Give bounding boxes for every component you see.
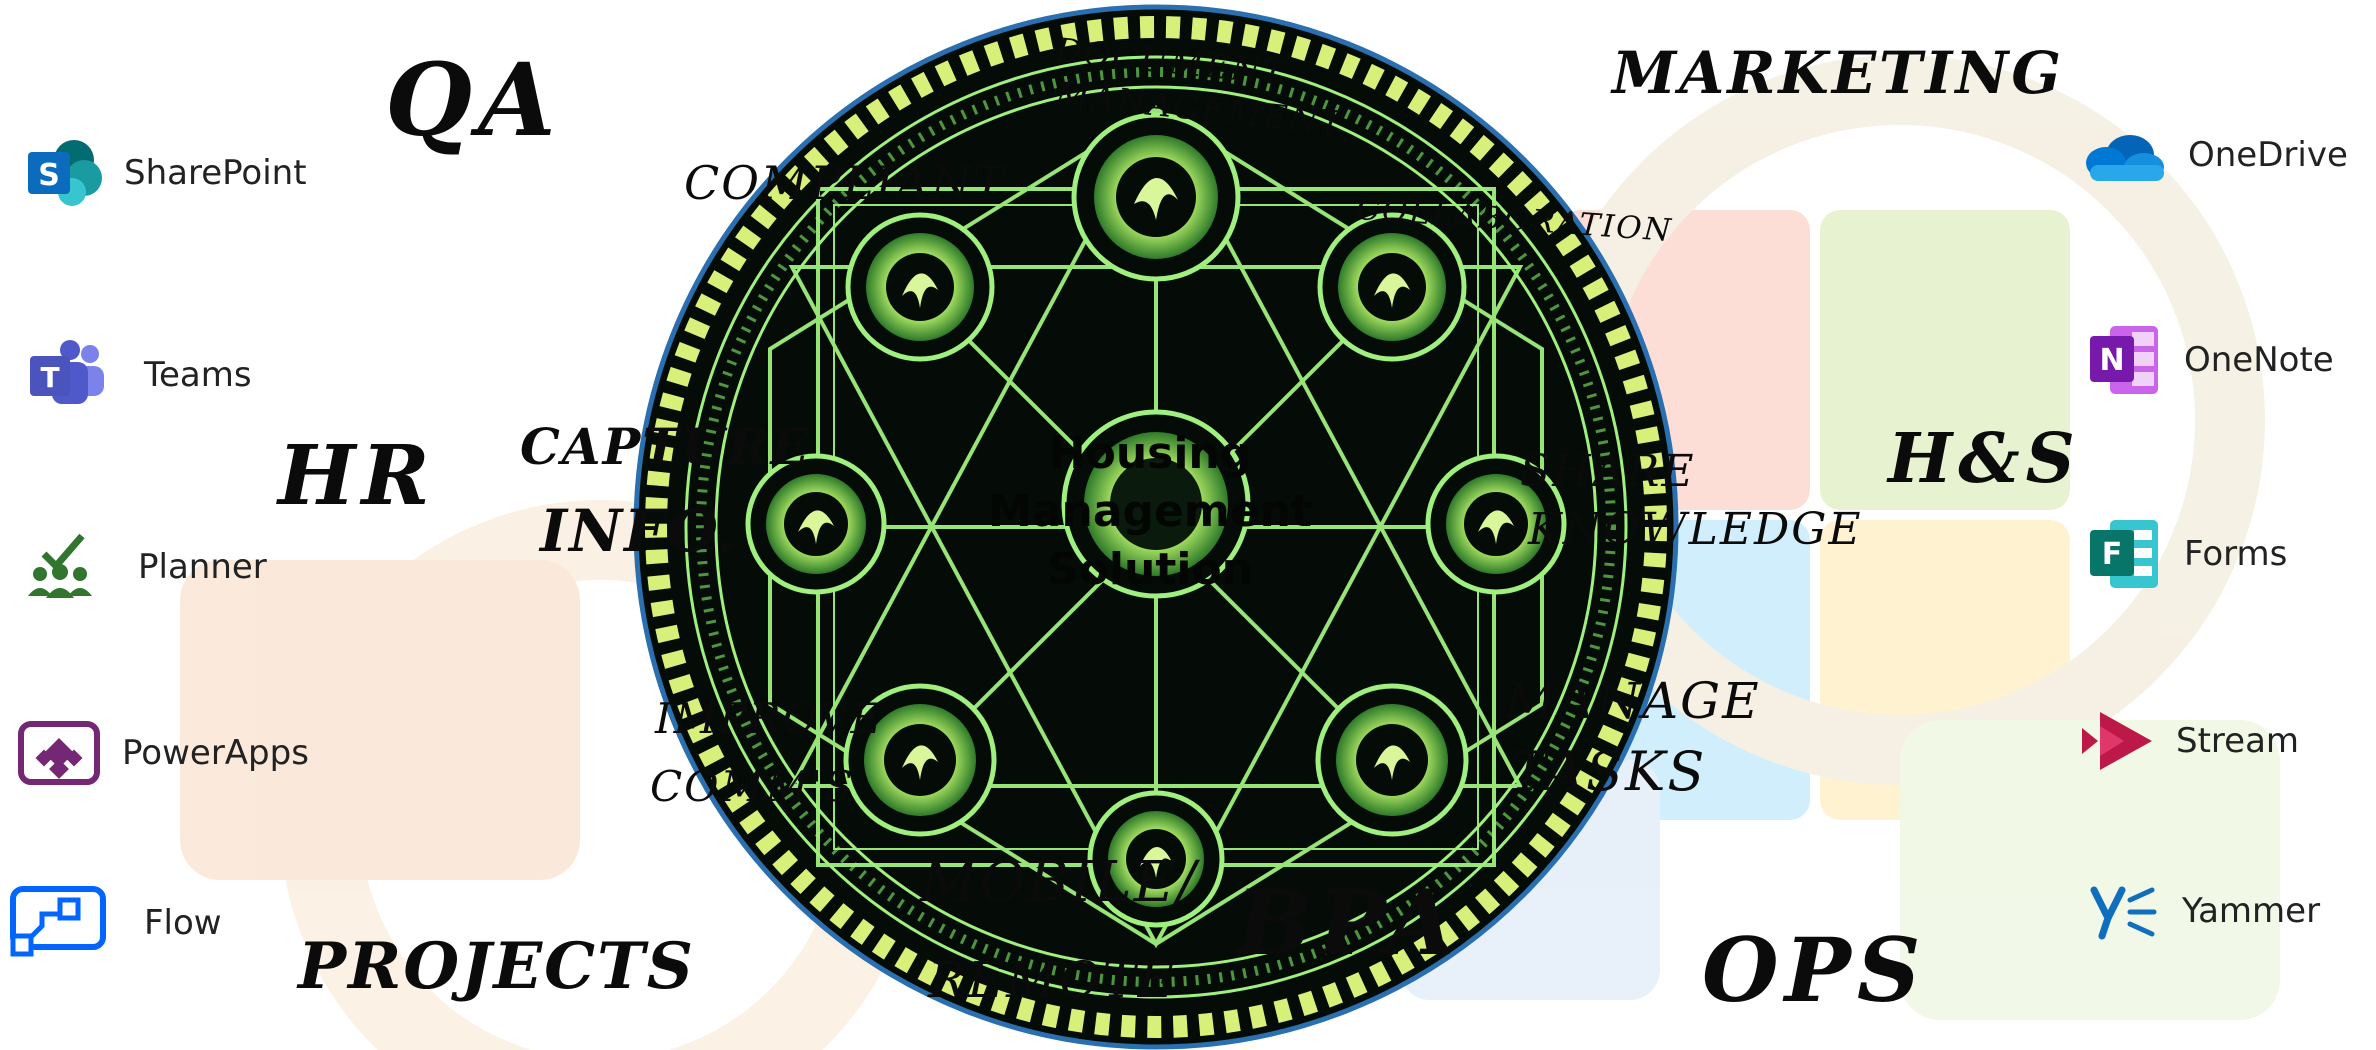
- app-sharepoint: S SharePoint: [26, 138, 307, 208]
- label-qa: QA: [385, 50, 562, 150]
- label-improve-1: IMPROVE: [655, 698, 883, 740]
- svg-text:N: N: [2099, 343, 2124, 378]
- app-onedrive: OneDrive: [2082, 125, 2348, 185]
- label-capture-1: CAPTURE: [520, 422, 811, 472]
- label-marketing: MARKETING: [1612, 44, 2064, 102]
- app-flow: Flow: [10, 886, 222, 960]
- onenote-icon: N: [2088, 322, 2162, 398]
- teams-icon: T: [28, 340, 108, 410]
- node-top-right: [1320, 215, 1464, 359]
- label-bpa: BPA: [1236, 878, 1461, 968]
- node-left: [748, 456, 884, 592]
- app-flow-label: Flow: [144, 903, 222, 943]
- app-onenote-label: OneNote: [2184, 340, 2334, 380]
- label-ops: OPS: [1702, 926, 1926, 1014]
- app-onedrive-label: OneDrive: [2188, 135, 2348, 175]
- flow-icon: [10, 886, 106, 960]
- label-mobile-2: REMOTE: [928, 955, 1176, 1005]
- onedrive-icon: [2082, 125, 2166, 185]
- app-powerapps: PowerApps: [18, 718, 309, 788]
- yammer-icon: [2090, 876, 2160, 946]
- app-teams-label: Teams: [144, 355, 252, 395]
- label-mobile-1: MOBILE/: [920, 855, 1197, 911]
- planner-icon: [26, 532, 96, 602]
- center-title-line2: Management: [960, 483, 1340, 541]
- app-teams: T Teams: [28, 340, 252, 410]
- label-improve-2: COMM'S: [650, 766, 855, 808]
- app-stream-label: Stream: [2176, 721, 2299, 761]
- center-title-line1: Housing: [960, 425, 1340, 483]
- label-manage-2: TASKS: [1510, 745, 1706, 799]
- label-hr: HR: [278, 435, 436, 517]
- app-planner-label: Planner: [138, 547, 267, 587]
- center-title: Housing Management Solution: [960, 425, 1340, 599]
- node-top: [1074, 115, 1238, 279]
- node-top-left: [848, 215, 992, 359]
- label-projects: PROJECTS: [298, 935, 695, 999]
- app-onenote: N OneNote: [2088, 322, 2334, 398]
- powerapps-icon: [18, 718, 100, 788]
- center-title-line3: Solution: [960, 541, 1340, 599]
- app-yammer-label: Yammer: [2182, 891, 2320, 931]
- forms-icon: F: [2088, 516, 2162, 592]
- node-bottom-right: [1318, 686, 1466, 834]
- label-compliant: COMPLIANT: [684, 160, 1006, 206]
- label-manage-1: MANAGE: [1505, 676, 1761, 726]
- svg-text:T: T: [40, 361, 59, 394]
- label-share-1: SHARE: [1520, 450, 1696, 494]
- app-stream: Stream: [2080, 708, 2299, 774]
- svg-text:F: F: [2102, 537, 2123, 572]
- app-sharepoint-label: SharePoint: [124, 153, 307, 193]
- label-capture-2: INFO.: [540, 502, 739, 560]
- label-hs: H&S: [1888, 425, 2081, 493]
- app-powerapps-label: PowerApps: [122, 733, 309, 773]
- app-planner: Planner: [26, 532, 267, 602]
- app-yammer: Yammer: [2090, 876, 2320, 946]
- label-share-2: KNOWLEDGE: [1528, 508, 1863, 552]
- stream-icon: [2080, 708, 2154, 774]
- app-forms: F Forms: [2088, 516, 2287, 592]
- app-forms-label: Forms: [2184, 534, 2287, 574]
- svg-text:S: S: [38, 158, 60, 193]
- sharepoint-icon: S: [26, 138, 102, 208]
